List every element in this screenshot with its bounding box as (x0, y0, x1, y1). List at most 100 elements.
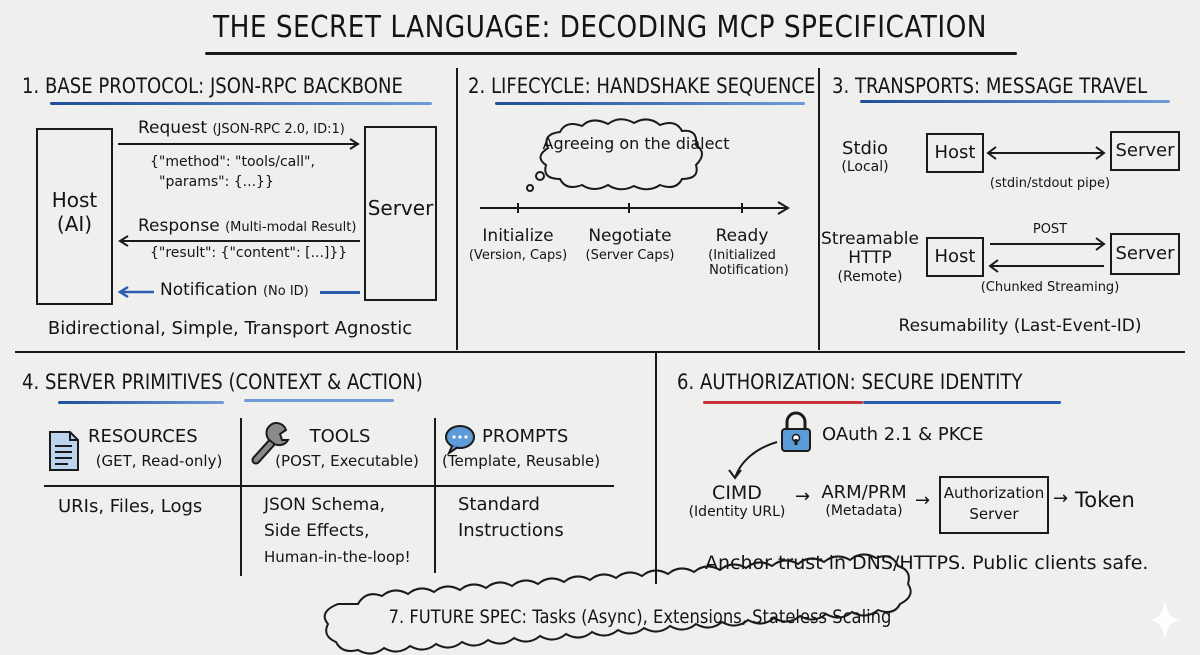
base-protocol-summary: Bidirectional, Simple, Transport Agnosti… (47, 318, 413, 339)
flow-detail: (Metadata) (825, 503, 903, 519)
section-heading: 4. SERVER PRIMITIVES (CONTEXT & ACTION) (22, 370, 423, 394)
section-authorization: 6. AUTHORIZATION: SECURE IDENTITY OAuth … (657, 352, 1200, 584)
request-body: {"method": "tools/call", "params": {...}… (150, 152, 315, 192)
response-text: Response (138, 216, 220, 236)
sparkle-icon (1150, 600, 1180, 640)
http-host-box: Host (926, 237, 984, 277)
prompts-body-line: Standard (458, 494, 540, 515)
step-negotiate: Negotiate (Server Caps) (570, 226, 690, 263)
notification-detail: (No ID) (262, 284, 309, 299)
auth-server-line1: Authorization (943, 484, 1045, 502)
future-spec-cloud (323, 553, 912, 655)
stdio-scope: (Local) (841, 159, 889, 175)
section-heading-text: BASE PROTOCOL: JSON-RPC BACKBONE (44, 74, 403, 98)
response-detail: (Multi-modal Result) (225, 220, 357, 235)
http-name-line1: Streamable (821, 229, 919, 249)
heading-underline-main (58, 401, 224, 404)
transports-summary: Resumability (Last-Event-ID) (898, 316, 1142, 336)
table-divider-2 (434, 418, 436, 573)
heading-underline (495, 102, 805, 105)
heading-underline (50, 102, 432, 105)
http-label: Streamable HTTP (Remote) (820, 230, 920, 287)
http-post-label: POST (1032, 222, 1068, 237)
stdio-name: Stdio (842, 138, 888, 159)
section-transports: 3. TRANSPORTS: MESSAGE TRAVEL Stdio (Loc… (820, 0, 1200, 350)
stdio-host-box: Host (926, 133, 984, 173)
http-scope: (Remote) (837, 269, 903, 285)
stdio-bidirectional-arrow (986, 146, 1106, 160)
host-label: Host (AI) (36, 188, 113, 236)
step-initialize: Initialize (Version, Caps) (458, 226, 578, 263)
flow-token: Token (1075, 488, 1135, 512)
title-underline (205, 52, 1017, 55)
heading-underline-sub (244, 399, 394, 402)
step-detail: (Initialized (708, 248, 776, 263)
section-heading-text: AUTHORIZATION: SECURE IDENTITY (699, 370, 1023, 394)
flow-arrow-3: → (1053, 488, 1069, 509)
section-heading-text: LIFECYCLE: HANDSHAKE SEQUENCE (490, 74, 816, 98)
lock-to-cimd-arrow (728, 441, 778, 480)
http-server-box: Server (1110, 233, 1180, 275)
tools-detail: (POST, Executable) (275, 452, 419, 470)
step-detail: (Server Caps) (585, 248, 675, 263)
server-box (364, 126, 437, 301)
section-number: 1. (22, 74, 40, 98)
tools-body-line: Side Effects, (264, 521, 370, 541)
http-name-line2: HTTP (848, 248, 892, 268)
wrench-icon (251, 422, 290, 465)
section-lifecycle: 2. LIFECYCLE: HANDSHAKE SEQUENCE Agreein… (458, 0, 818, 350)
resources-detail: (GET, Read-only) (95, 452, 223, 470)
heading-underline (860, 100, 1170, 103)
section-heading-text: TRANSPORTS: MESSAGE TRAVEL (854, 74, 1148, 98)
tools-body-line: Human-in-the-loop! (264, 548, 411, 566)
document-icon (49, 431, 79, 471)
resources-name: RESOURCES (88, 426, 198, 447)
step-label: Ready (715, 226, 769, 246)
flow-label: CIMD (712, 482, 762, 504)
request-label: Request (JSON-RPC 2.0, ID:1) (138, 118, 345, 138)
flow-arrow-2: → (915, 490, 931, 511)
notification-line (320, 291, 360, 294)
section-heading-main: SERVER PRIMITIVES (44, 370, 223, 394)
http-streaming-label: (Chunked Streaming) (980, 280, 1120, 295)
request-body-line1: {"method": "tools/call", (150, 154, 315, 170)
authorization-summary: Anchor trust in DNS/HTTPS. Public client… (705, 552, 1149, 574)
response-arrow (118, 235, 360, 247)
section-number: 6. (677, 370, 695, 394)
auth-server-line2: Server (969, 505, 1019, 523)
step-detail-line2: Notification) (709, 263, 789, 278)
request-text: Request (138, 118, 208, 138)
notification-arrow (117, 285, 154, 299)
notification-label: Notification (No ID) (160, 280, 309, 300)
tools-body: JSON Schema, Side Effects, Human-in-the-… (264, 492, 411, 570)
http-arrows (988, 237, 1106, 273)
prompts-detail: (Template, Reusable) (442, 452, 601, 470)
thought-text: Agreeing on the dialect (542, 134, 730, 153)
flow-arrow-1: → (795, 486, 811, 507)
divider-1-2 (456, 68, 458, 350)
divider-2-3 (818, 68, 820, 350)
speech-bubble-icon (445, 425, 475, 456)
authorization-server-box: Authorization Server (939, 476, 1049, 534)
section-heading: 1. BASE PROTOCOL: JSON-RPC BACKBONE (22, 74, 403, 98)
flow-cimd: CIMD (Identity URL) (681, 482, 793, 520)
prompts-name: PROMPTS (482, 426, 569, 447)
stdio-label: Stdio (Local) (830, 138, 900, 175)
step-ready: Ready (Initialized Notification) (686, 226, 798, 278)
section-heading: 3. TRANSPORTS: MESSAGE TRAVEL (832, 74, 1147, 98)
step-label: Negotiate (588, 226, 672, 246)
table-divider-1 (240, 418, 242, 576)
notification-text: Notification (160, 280, 258, 300)
timeline-arrow (480, 201, 790, 215)
section-number: 4. (22, 370, 40, 394)
lock-icon (781, 411, 811, 452)
step-detail: (Version, Caps) (468, 248, 568, 263)
response-label: Response (Multi-modal Result) (138, 216, 356, 236)
section-primitives: 4. SERVER PRIMITIVES (CONTEXT & ACTION) … (0, 352, 655, 584)
oauth-label: OAuth 2.1 & PKCE (822, 424, 984, 445)
page-title: THE SECRET LANGUAGE: DECODING MCP SPECIF… (213, 10, 987, 45)
flow-arm-prm: ARM/PRM (Metadata) (815, 482, 913, 519)
prompts-body-line: Instructions (458, 520, 564, 541)
host-box (36, 128, 113, 305)
table-header-divider (44, 485, 614, 487)
